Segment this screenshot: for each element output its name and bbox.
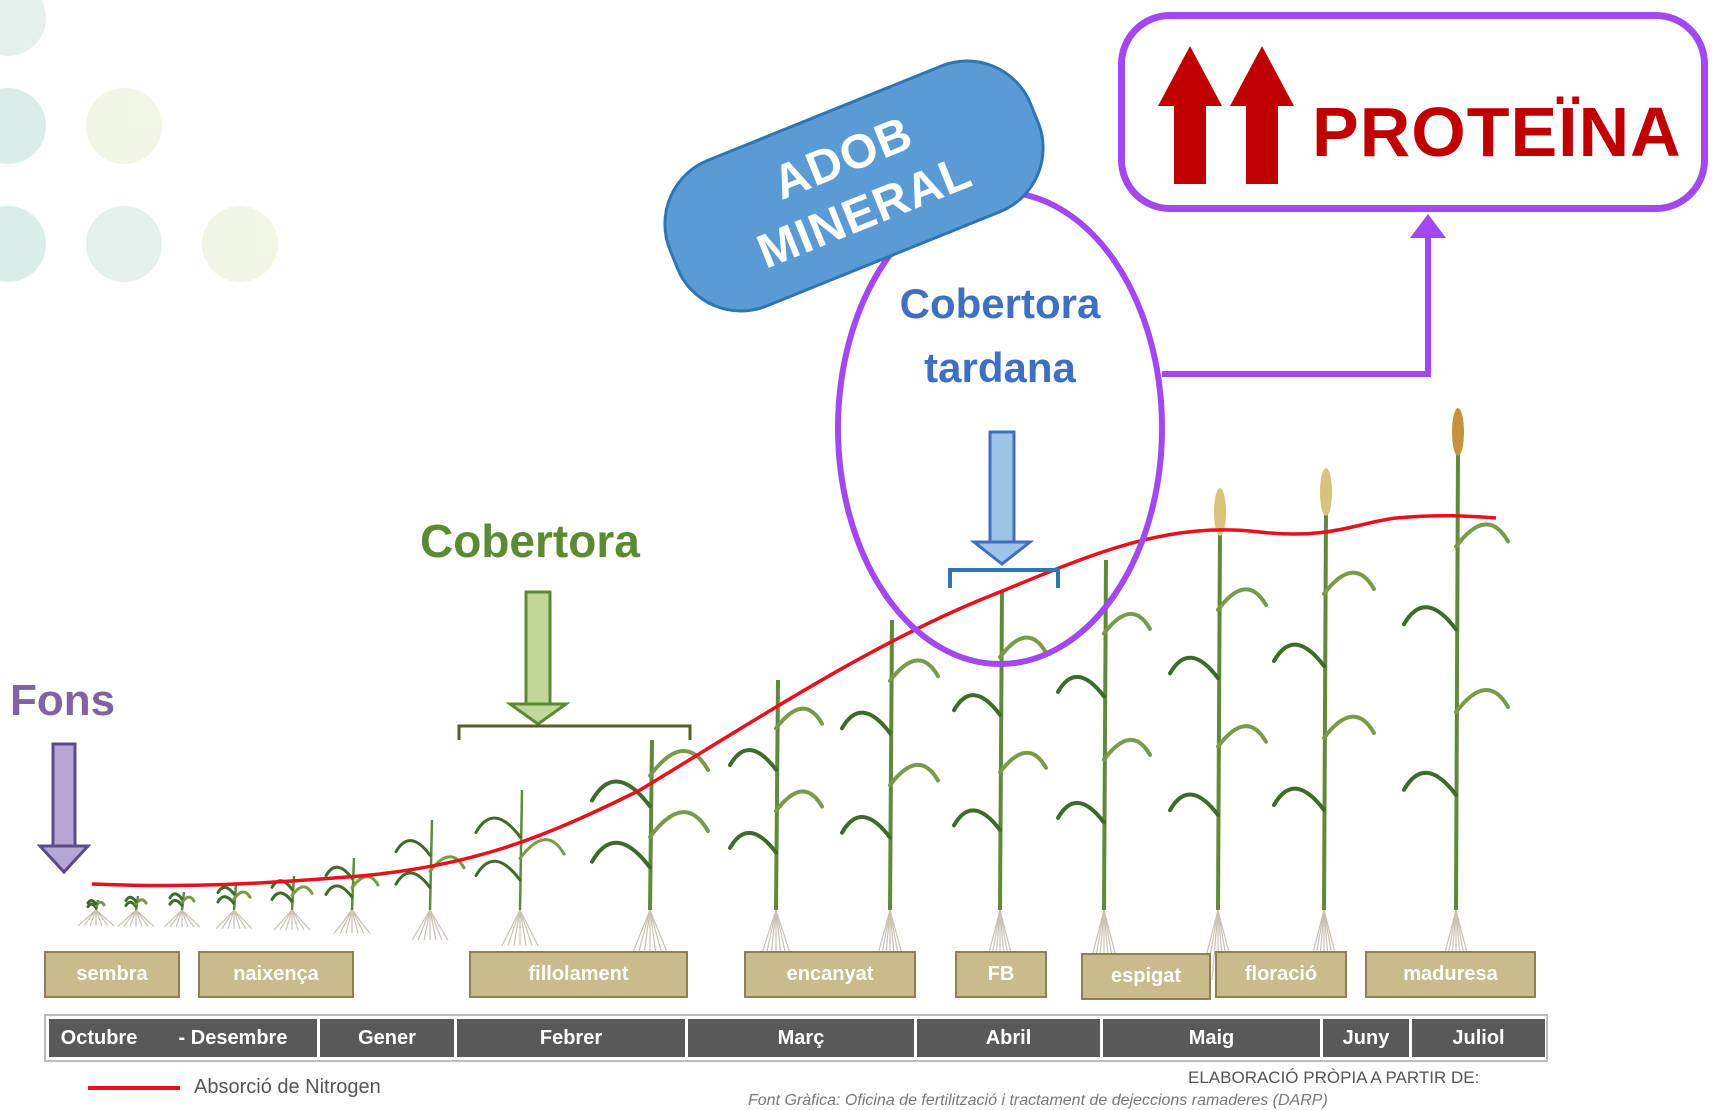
cobertora-tardana-line1: Cobertora (899, 280, 1101, 327)
wheat-plant (728, 679, 824, 966)
stage-fb: FB (955, 951, 1047, 998)
cobertora-label: Cobertora (420, 515, 640, 567)
source-text: Font Gràfica: Oficina de fertilització i… (748, 1092, 1328, 1109)
wheat-plant (840, 619, 940, 977)
tardana-arrow-icon (969, 430, 1035, 566)
decorative-dots (0, 0, 300, 370)
wheat-growth-illustration (77, 408, 1510, 981)
month-febrer: Febrer (457, 1019, 685, 1057)
connector-arrow (1162, 232, 1431, 377)
month-desembre: - Desembre (149, 1019, 317, 1057)
wheat-plant (1056, 559, 1152, 981)
stage-floracio: floració (1215, 951, 1347, 998)
wheat-plant (1402, 408, 1510, 981)
month-juliol: Juliol (1412, 1019, 1545, 1057)
wheat-plant (1272, 468, 1376, 981)
wheat-plant (324, 857, 380, 934)
wheat-plant (394, 819, 466, 941)
nitrogen-absorption-curve (91, 513, 1497, 888)
legend-line (88, 1086, 180, 1090)
month-marc: Març (688, 1019, 914, 1057)
stage-maduresa: maduresa (1365, 951, 1536, 998)
stage-encanyat: encanyat (744, 951, 916, 998)
month-gener: Gener (320, 1019, 454, 1057)
tardana-bracket (948, 568, 1060, 588)
stage-sembra: sembra (44, 951, 180, 998)
wheat-plant (215, 883, 253, 930)
proteina-label: PROTEÏNA (1312, 93, 1682, 171)
wheat-plant (163, 891, 201, 928)
fons-label: Fons (10, 676, 116, 725)
fons-arrow-icon (36, 742, 92, 875)
cobertora-arrow-icon (505, 590, 571, 726)
wheat-plant (1168, 488, 1268, 981)
month-octubre: Octubre (49, 1019, 149, 1057)
stage-espigat: espigat (1081, 953, 1211, 1000)
cobertora-bracket (457, 724, 692, 740)
wheat-plant (117, 895, 155, 927)
month-maig: Maig (1103, 1019, 1320, 1057)
legend-label: Absorció de Nitrogen (194, 1076, 381, 1098)
month-juny: Juny (1323, 1019, 1409, 1057)
month-timeline: Octubre - Desembre Gener Febrer Març Abr… (44, 1014, 1548, 1062)
stage-naixenca: naixença (198, 951, 354, 998)
wheat-plant (270, 875, 314, 931)
connector-arrowhead (1410, 214, 1446, 238)
stage-fillolament: fillolament (469, 951, 688, 998)
month-abril: Abril (917, 1019, 1100, 1057)
cobertora-tardana-label: Cobertora tardana (860, 272, 1140, 400)
wheat-plant (474, 789, 566, 946)
wheat-plant (952, 589, 1048, 981)
cobertora-tardana-line2: tardana (924, 344, 1076, 391)
wheat-plant (590, 739, 710, 955)
credit-text: ELABORACIÓ PRÒPIA A PARTIR DE: (1188, 1068, 1480, 1087)
wheat-plant (77, 899, 115, 927)
